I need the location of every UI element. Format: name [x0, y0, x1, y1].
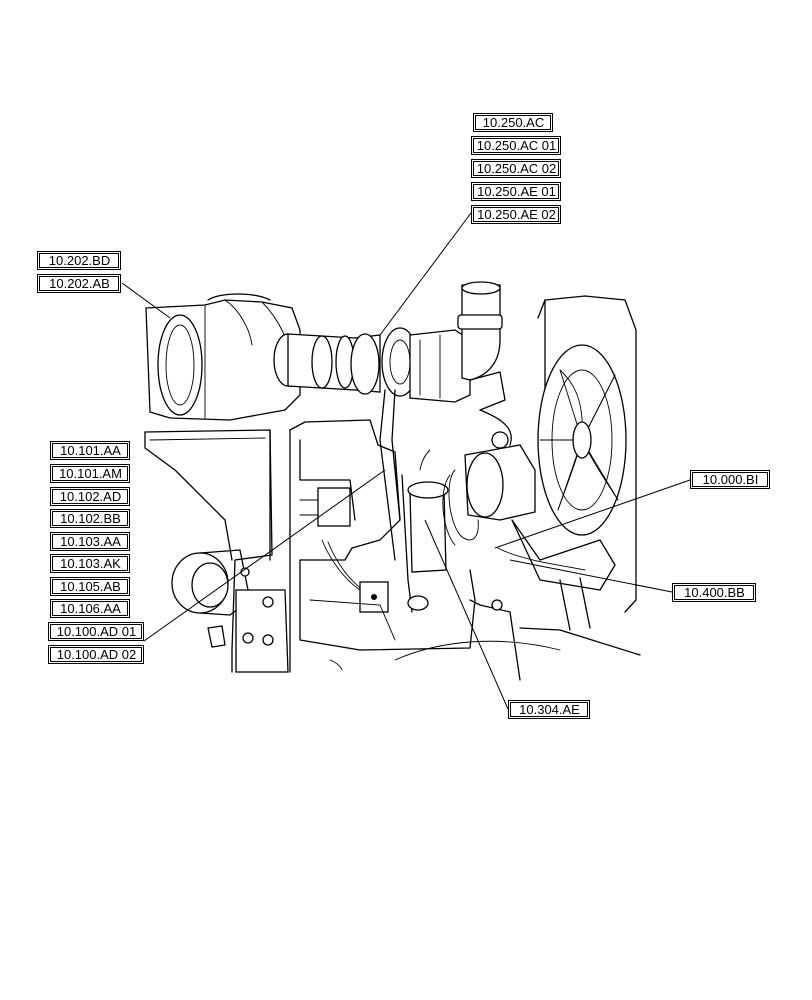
alternator	[171, 549, 251, 648]
callout-10-304-ae[interactable]: 10.304.AE	[508, 700, 590, 719]
callout-10-250-ac-02[interactable]: 10.250.AC 02	[471, 159, 561, 178]
callout-10-100-ad-01[interactable]: 10.100.AD 01	[48, 622, 144, 641]
engine-block	[289, 419, 476, 673]
callout-label: 10.202.BD	[44, 252, 113, 269]
callout-10-250-ac[interactable]: 10.250.AC	[473, 113, 553, 132]
callout-label: 10.202.AB	[45, 275, 113, 292]
callout-label: 10.250.AE 02	[473, 206, 559, 223]
callout-label: 10.100.AD 02	[52, 646, 140, 663]
callout-10-102-ad[interactable]: 10.102.AD	[50, 487, 130, 506]
callout-10-103-ak[interactable]: 10.103.AK	[50, 554, 130, 573]
callout-10-202-bd[interactable]: 10.202.BD	[37, 251, 121, 270]
callout-10-100-ad-02[interactable]: 10.100.AD 02	[48, 645, 144, 664]
leader-lines	[121, 212, 691, 710]
callout-label: 10.106.AA	[56, 600, 124, 617]
callout-label: 10.105.AB	[56, 578, 124, 595]
callout-10-250-ae-02[interactable]: 10.250.AE 02	[471, 205, 561, 224]
callout-10-101-aa[interactable]: 10.101.AA	[50, 441, 130, 460]
callout-10-400-bb[interactable]: 10.400.BB	[672, 583, 756, 602]
callout-10-101-am[interactable]: 10.101.AM	[50, 464, 130, 483]
callout-label: 10.102.BB	[56, 510, 124, 527]
callout-10-102-bb[interactable]: 10.102.BB	[50, 509, 130, 528]
callout-label: 10.250.AC 02	[472, 160, 560, 177]
callout-label: 10.103.AA	[56, 533, 124, 550]
radiator-fan	[497, 295, 637, 613]
callout-10-000-bi[interactable]: 10.000.BI	[690, 470, 770, 489]
callout-10-103-aa[interactable]: 10.103.AA	[50, 532, 130, 551]
callout-label: 10.400.BB	[680, 584, 748, 601]
callout-label: 10.101.AA	[56, 442, 124, 459]
callout-label: 10.250.AC	[478, 114, 547, 131]
callout-label: 10.000.BI	[698, 471, 762, 488]
callout-10-202-ab[interactable]: 10.202.AB	[37, 274, 121, 293]
callout-label: 10.304.AE	[515, 701, 583, 718]
callout-label: 10.101.AM	[55, 465, 125, 482]
callout-10-106-aa[interactable]: 10.106.AA	[50, 599, 130, 618]
water-pump	[442, 371, 536, 546]
engine-mount-bracket	[235, 567, 289, 673]
callout-10-250-ae-01[interactable]: 10.250.AE 01	[471, 182, 561, 201]
callout-label: 10.250.AE 01	[473, 183, 559, 200]
turbo-elbow	[409, 281, 503, 403]
callout-label: 10.103.AK	[56, 555, 124, 572]
chassis-frame	[144, 429, 273, 673]
callout-label: 10.102.AD	[55, 488, 124, 505]
callout-label: 10.100.AD 01	[52, 623, 140, 640]
fuel-filter	[379, 389, 449, 613]
intake-hose	[273, 327, 419, 397]
callout-10-250-ac-01[interactable]: 10.250.AC 01	[471, 136, 561, 155]
callout-label: 10.250.AC 01	[472, 137, 560, 154]
callout-10-105-ab[interactable]: 10.105.AB	[50, 577, 130, 596]
chassis-floor	[329, 577, 641, 681]
